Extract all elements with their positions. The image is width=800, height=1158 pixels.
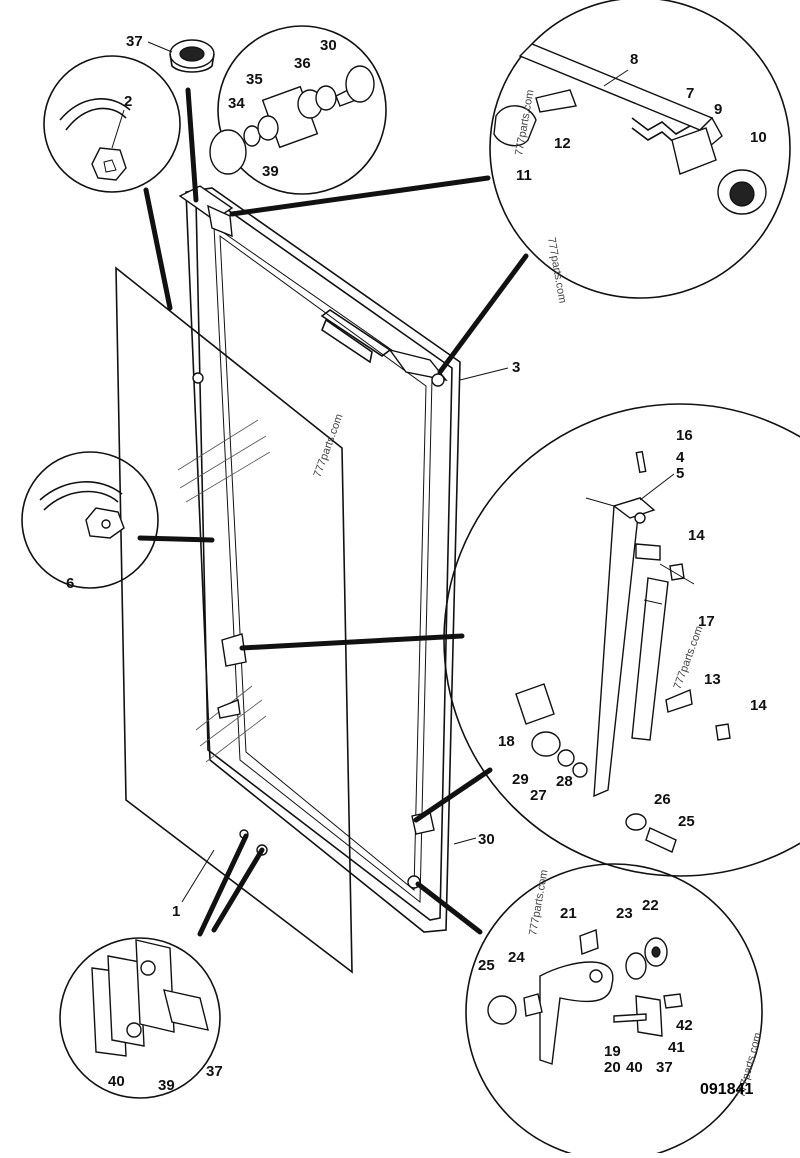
callout-33: 39 <box>262 163 279 180</box>
detail-buffer <box>209 25 387 195</box>
callout-28: 28 <box>556 773 573 790</box>
watermark: 777parts.com <box>672 624 706 691</box>
callout-3: 3 <box>512 359 520 376</box>
detail-latch <box>489 0 791 299</box>
callout-10: 10 <box>750 129 767 146</box>
callout-37: 40 <box>108 1073 125 1090</box>
detail-gas-stay <box>443 403 800 877</box>
callout-1: 1 <box>172 903 180 920</box>
watermark: 777parts.com <box>545 236 568 304</box>
callout-26: 26 <box>654 791 671 808</box>
callout-35: 37 <box>206 1063 223 1080</box>
callout-32b: 36 <box>294 55 311 72</box>
callout-40: 40 <box>626 1059 643 1076</box>
callout-8: 8 <box>630 51 638 68</box>
callout-22: 23 <box>616 905 633 922</box>
callout-34: 37 <box>126 33 143 50</box>
callout-14b: 14 <box>750 697 767 714</box>
callout-15: 16 <box>676 427 693 444</box>
callout-21: 22 <box>642 897 659 914</box>
callout-36: 39 <box>158 1077 175 1094</box>
detail-seal-mid <box>21 451 159 589</box>
callout-18: 19 <box>604 1043 621 1060</box>
callout-19: 20 <box>604 1059 621 1076</box>
watermarks: 777parts.com 777parts.com 777parts.com 7… <box>312 89 765 1099</box>
callout-11: 11 <box>516 167 532 184</box>
callout-31: 34 <box>228 95 245 112</box>
callout-13: 13 <box>704 671 721 688</box>
detail-seal-top <box>43 55 181 193</box>
callout-7: 7 <box>686 85 694 102</box>
callout-9: 9 <box>714 101 722 118</box>
watermark: 777parts.com <box>312 412 346 479</box>
glass-pane <box>115 266 353 974</box>
callout-27: 27 <box>530 787 547 804</box>
callout-30b: 30 <box>478 831 495 848</box>
detail-hinge-plates <box>59 937 221 1099</box>
callout-16: 17 <box>698 613 715 630</box>
callout-41: 41 <box>668 1039 685 1056</box>
callout-14a: 14 <box>688 527 705 544</box>
callout-5: 5 <box>676 465 684 482</box>
callout-20: 21 <box>560 905 577 922</box>
leader-lines <box>137 87 529 937</box>
callout-12: 12 <box>554 135 571 152</box>
callout-17: 18 <box>498 733 515 750</box>
seal-ring-34 <box>169 39 215 73</box>
drawing-number: 091841 <box>700 1081 753 1098</box>
watermark: 777parts.com <box>527 869 550 937</box>
callout-6: 6 <box>66 575 74 592</box>
callout-32a: 35 <box>246 71 263 88</box>
callout-30a: 30 <box>320 37 337 54</box>
detail-catch <box>465 863 763 1158</box>
callout-4: 4 <box>676 449 685 466</box>
callout-29: 29 <box>512 771 529 788</box>
callout-2: 2 <box>124 93 132 110</box>
callout-labels: 37 2 35 36 30 34 39 8 7 9 10 11 12 3 16 … <box>66 33 767 1094</box>
callout-39: 37 <box>656 1059 673 1076</box>
callout-23: 24 <box>508 949 525 966</box>
callout-24: 25 <box>478 957 495 974</box>
callout-25: 25 <box>678 813 695 830</box>
callout-42: 42 <box>676 1017 693 1034</box>
